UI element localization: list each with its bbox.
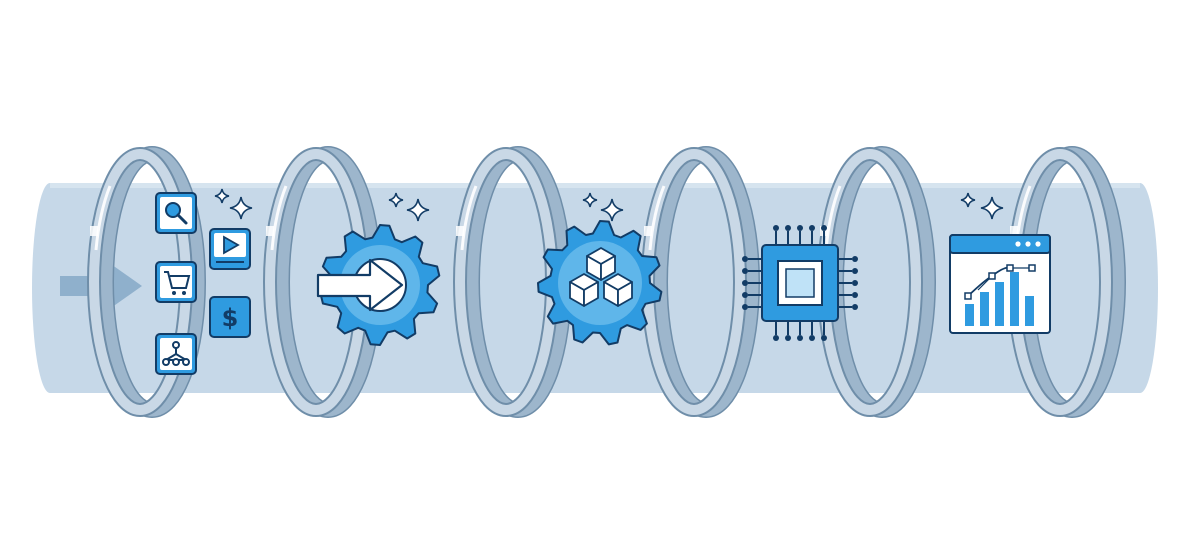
dollar-symbol: $: [222, 304, 239, 332]
chip-icon: [742, 225, 858, 341]
stage-data-sources: $: [155, 188, 253, 375]
play-icon: [209, 228, 251, 270]
stage-processing: [537, 192, 663, 346]
hierarchy-icon: [155, 333, 197, 375]
bar-chart-icon: [965, 272, 1034, 326]
cubes-icon: [569, 247, 633, 307]
cart-icon: [155, 261, 197, 303]
search-icon: [155, 192, 197, 234]
dollar-icon: $: [209, 296, 251, 338]
arrow-right-icon: [316, 258, 404, 312]
stage-ingestion: [316, 192, 441, 346]
stage-compute: [742, 225, 858, 341]
line-chart-icon: [964, 264, 1036, 300]
stage-analytics: [949, 192, 1051, 334]
